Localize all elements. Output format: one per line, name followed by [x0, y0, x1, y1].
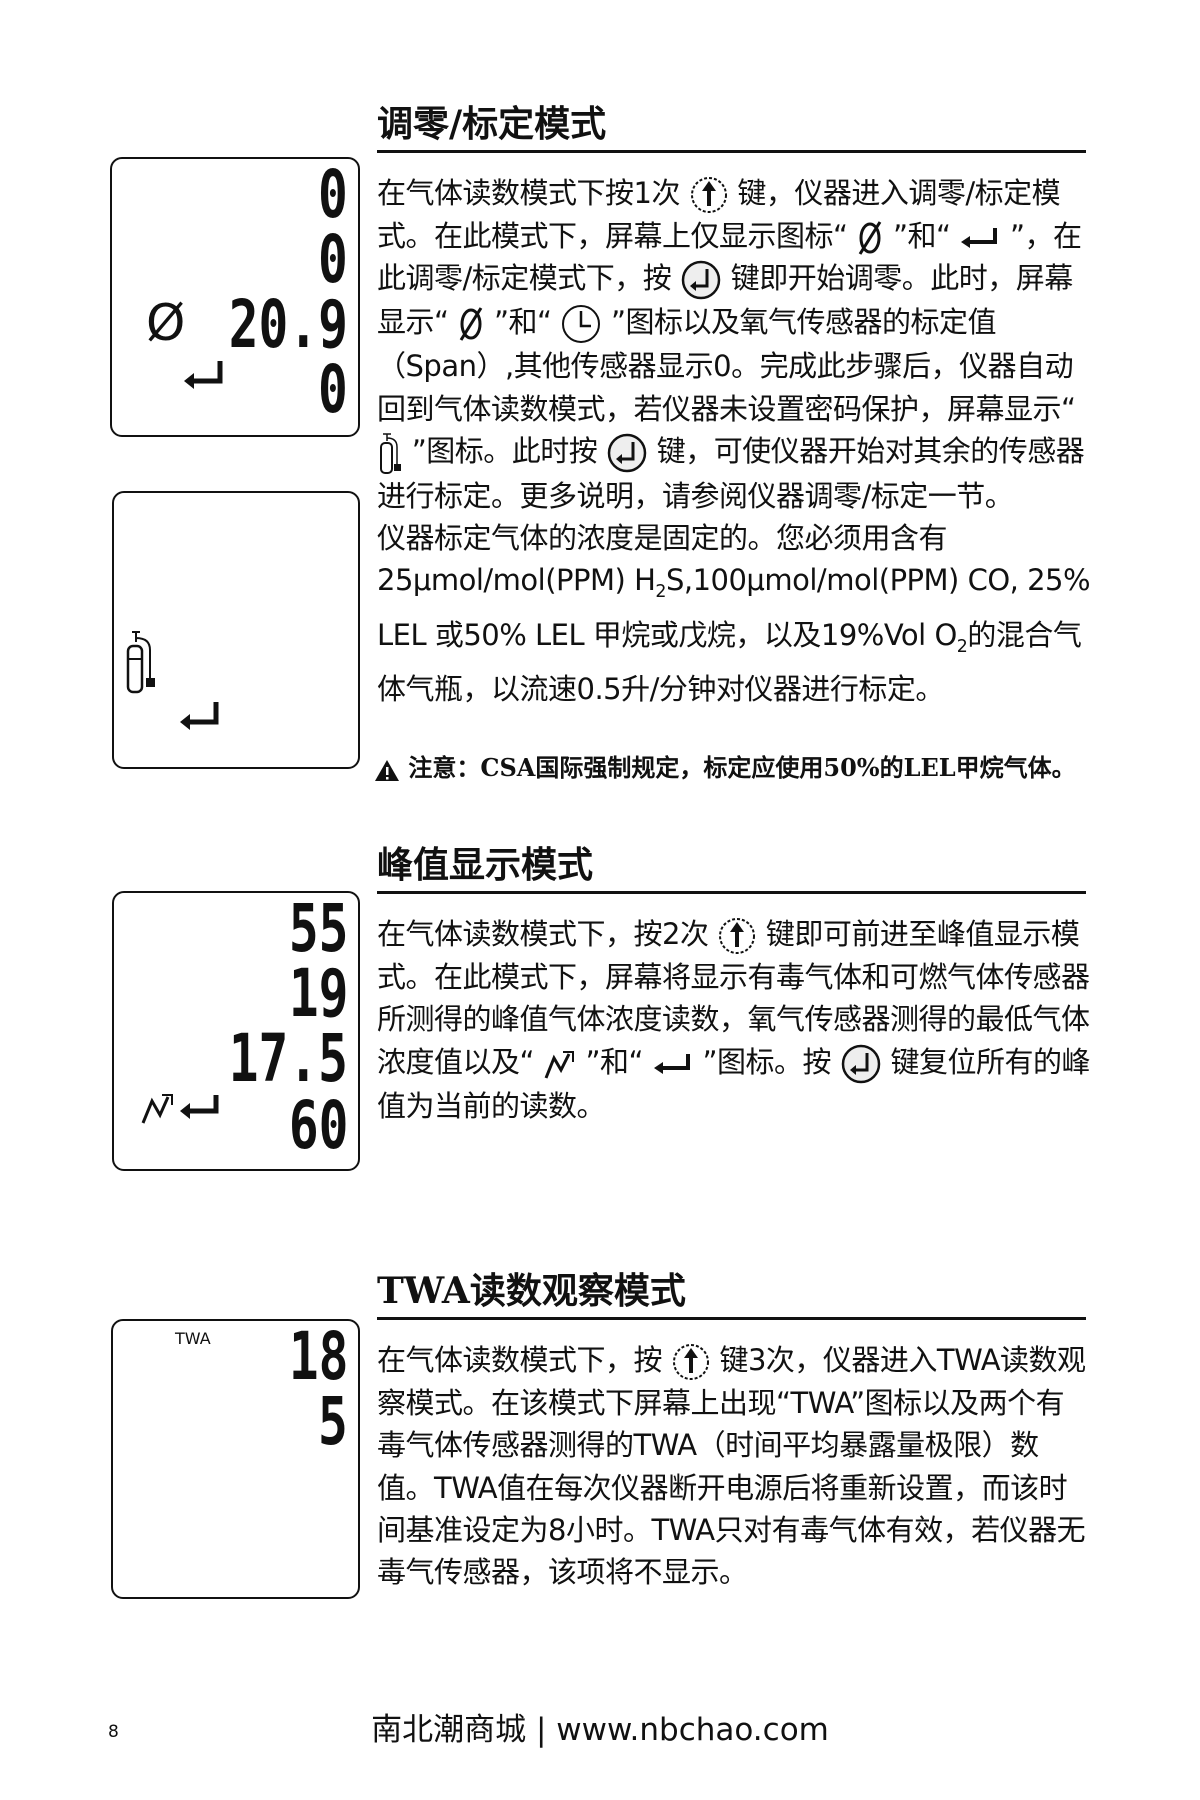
enter-arrow-icon	[653, 1053, 690, 1074]
text: 的混合气体气瓶，以流速0.5升/分钟对仪器进行标定。	[377, 617, 1082, 706]
text: 在气体读数模式下按1次	[377, 176, 680, 210]
enter-arrow-icon	[180, 1095, 219, 1119]
lcd-digit: 0	[318, 221, 348, 298]
lcd-digit: 19	[288, 955, 348, 1032]
text: ”和“	[585, 1044, 644, 1079]
text: ”，在此调零/标定模式下，按	[377, 219, 1082, 296]
twa-label: TWA	[175, 1329, 211, 1348]
lcd-digit: 18	[288, 1318, 348, 1395]
divider	[377, 150, 1086, 153]
text: ”图标。按	[702, 1044, 831, 1079]
footer: 8 南北潮商城 | www.nbchao.com	[0, 1710, 1200, 1760]
lcd-display-peak-mode: 55 19 17.5 60	[112, 891, 360, 1171]
section-title-zero-calibration: 调零/标定模式	[377, 103, 607, 145]
divider	[377, 1317, 1086, 1320]
text: 键即可前进至峰值显示模式。在此模式下，屏幕将显示有毒气体和可燃气体传感器所测得的…	[377, 917, 1090, 1079]
lcd-digit: 5	[318, 1383, 348, 1460]
enter-key-icon	[841, 1044, 880, 1083]
text: ”图标。此时按	[411, 433, 598, 468]
text: 键3次，仪器进入TWA读数观察模式。在该模式下屏幕上出现“TWA”图标以及两个有…	[377, 1343, 1086, 1590]
section-twa-mode: TWA读数观察模式 TWA 18 5 在气体读数模式下，按 键3次，仪器进入TW…	[0, 1265, 1092, 1639]
enter-arrow-icon	[180, 702, 219, 730]
gas-cylinder-icon	[126, 631, 155, 694]
text: ”和“	[493, 305, 552, 340]
peak-icon	[141, 1094, 173, 1124]
section-zero-calibration: 调零/标定模式 0 0 20.9 0 Ø 在气体读数模式下按1次 键，仪器进入调…	[0, 98, 1092, 784]
warning-text: 注意：CSA国际强制规定，标定应使用50%的LEL甲烷气体。	[408, 753, 1076, 782]
section-peak-mode: 峰值显示模式 55 19 17.5 60 在气体读数模式下，按2次 键即可前进至…	[0, 839, 1092, 1213]
zero-icon	[459, 307, 483, 342]
section-title-twa-mode: TWA读数观察模式	[377, 1270, 686, 1312]
zero-icon: Ø	[146, 294, 186, 352]
zero-calibration-description: 在气体读数模式下按1次 键，仪器进入调零/标定模式。在此模式下，屏幕上仅显示图标…	[377, 172, 1092, 752]
lcd-digit: 20.9	[228, 286, 348, 363]
text: 键即开始调零。此时，屏幕显示“	[377, 261, 1073, 340]
subscript: 2	[956, 636, 968, 657]
peak-mode-description: 在气体读数模式下，按2次 键即可前进至峰值显示模式。在此模式下，屏幕将显示有毒气…	[377, 913, 1092, 1213]
lcd-display-calibration	[112, 491, 360, 769]
warning-note: 注意：CSA国际强制规定，标定应使用50%的LEL甲烷气体。	[374, 752, 1114, 784]
up-key-icon	[690, 177, 727, 213]
divider	[377, 891, 1086, 894]
text: ”和“	[892, 219, 951, 253]
enter-key-icon	[681, 261, 721, 300]
gas-cylinder-icon	[380, 433, 401, 474]
lcd-digit: 55	[288, 890, 348, 967]
text: 键，可使仪器开始对其余的传感器进行标定。更多说明，请参阅仪器调零/标定一节。	[377, 433, 1085, 513]
twa-mode-description: 在气体读数模式下，按 键3次，仪器进入TWA读数观察模式。在该模式下屏幕上出现“…	[377, 1339, 1092, 1639]
section-title-peak-mode: 峰值显示模式	[377, 844, 594, 886]
text: 在气体读数模式下，按2次	[377, 917, 709, 951]
page-number: 8	[108, 1722, 119, 1742]
clock-icon	[562, 305, 601, 344]
lcd-display-twa-mode: TWA 18 5	[111, 1319, 360, 1599]
enter-arrow-icon	[961, 228, 998, 248]
zero-icon	[858, 221, 882, 255]
subscript: 2	[655, 582, 666, 603]
up-key-icon	[672, 1344, 709, 1380]
lcd-digit: 17.5	[228, 1020, 348, 1097]
text: 仪器标定气体的浓度是固定的。您必须用含有25μmol/mol(PPM) H	[377, 521, 948, 598]
text: 在气体读数模式下，按	[377, 1343, 663, 1377]
lcd-digit: 0	[318, 351, 348, 428]
lcd-digit: 60	[288, 1087, 348, 1164]
text: 键，仪器进入调零/标定模式。在此模式下，屏幕上仅显示图标“	[377, 176, 1061, 253]
text: ”图标以及氧气传感器的标定值（Span）,其他传感器显示0。完成此步骤后，仪器自…	[377, 305, 1076, 426]
lcd-display-zero-mode: 0 0 20.9 0 Ø	[110, 157, 360, 437]
warning-triangle-icon	[375, 759, 399, 781]
enter-arrow-icon	[184, 361, 223, 389]
up-key-icon	[719, 918, 756, 954]
text: 键复位所有的峰值为当前的读数。	[377, 1044, 1090, 1123]
footer-watermark: 南北潮商城 | www.nbchao.com	[371, 1712, 829, 1748]
enter-key-icon	[607, 433, 647, 473]
lcd-digit: 0	[318, 156, 348, 233]
text: S,100μmol/mol(PPM) CO, 25% LEL 或50% LEL …	[377, 563, 1091, 652]
peak-icon	[544, 1050, 574, 1079]
